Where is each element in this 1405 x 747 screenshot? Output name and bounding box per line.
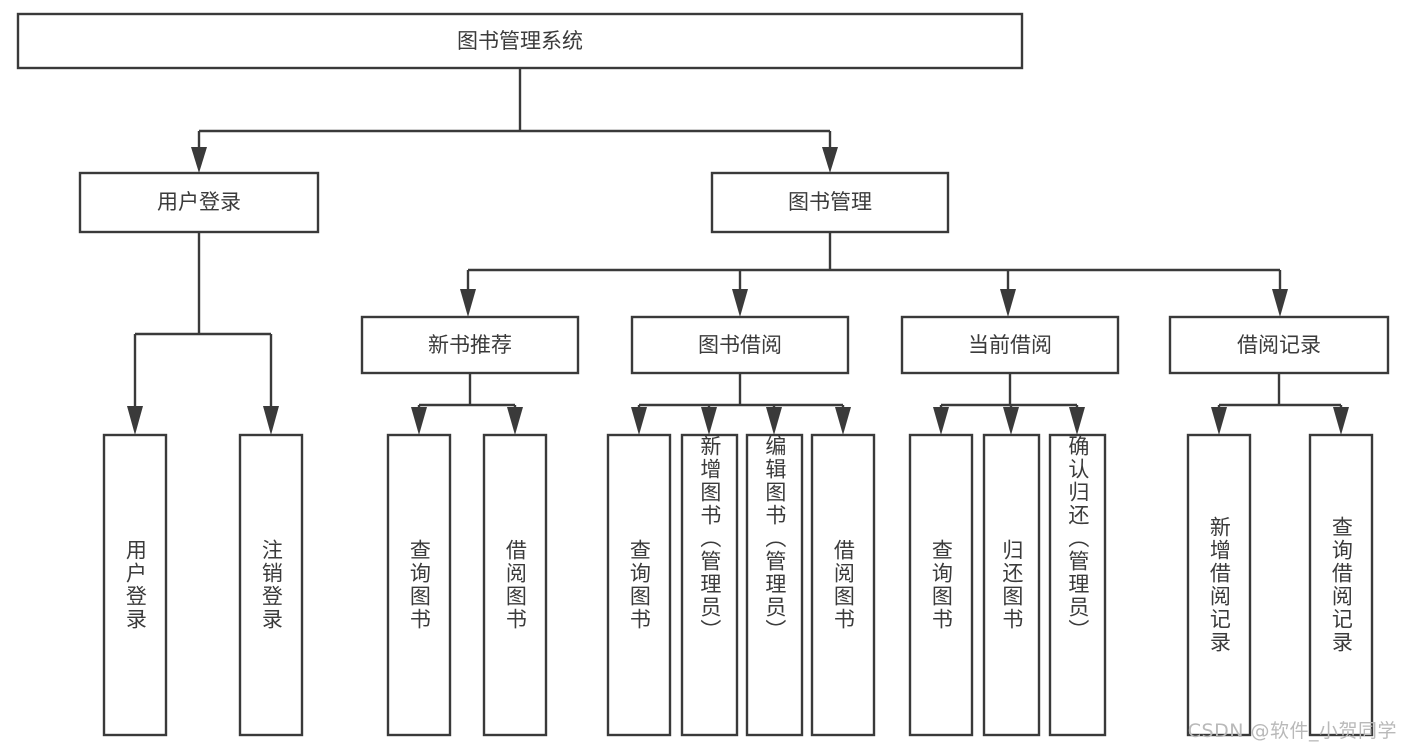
leaf-box-query-book-3[interactable]: [908, 433, 974, 737]
node-borrow-record-box[interactable]: [1168, 315, 1390, 375]
node-new-book-rec-box[interactable]: [360, 315, 580, 375]
node-book-mgmt-box[interactable]: [710, 171, 950, 234]
node-user-login-label: 用户登录: [157, 190, 241, 214]
arrow-head-leaf-query-book-2: [631, 407, 647, 435]
leaf-box-query-book-2[interactable]: [606, 433, 672, 737]
arrow-head-borrow-record: [1272, 289, 1288, 317]
node-root-box[interactable]: [16, 12, 1024, 70]
arrow-head-leaf-confirm-return: [1069, 407, 1085, 435]
node-user-login-box[interactable]: [78, 171, 320, 234]
csdn-watermark: CSDN @软件_小贺同学: [1187, 720, 1397, 742]
arrow-head-leaf-return-book: [1003, 407, 1019, 435]
arrow-head-leaf-user-login: [127, 406, 143, 435]
leaf-box-edit-book[interactable]: [745, 433, 804, 737]
node-root-label: 图书管理系统: [457, 29, 583, 53]
node-book-mgmt-label: 图书管理: [788, 190, 872, 214]
node-book-borrow-box[interactable]: [630, 315, 850, 375]
arrow-head-user-login: [191, 147, 207, 173]
node-book-borrow-label: 图书借阅: [698, 333, 782, 357]
node-layer: 图书管理系统 用户登录 图书管理 新书推荐 图书借阅 当前借阅 借阅记录: [16, 12, 1390, 737]
arrow-head-leaf-borrow-book-2: [835, 407, 851, 435]
arrow-head-book-borrow: [732, 289, 748, 317]
leaf-box-user-login[interactable]: [102, 433, 168, 737]
leaf-box-add-record[interactable]: [1186, 433, 1252, 737]
leaf-box-return-book[interactable]: [982, 433, 1041, 737]
leaf-box-borrow-book-2[interactable]: [810, 433, 876, 737]
arrow-head-leaf-edit-book: [766, 407, 782, 435]
node-new-book-rec-label: 新书推荐: [428, 333, 512, 357]
node-current-borrow-label: 当前借阅: [968, 333, 1052, 357]
arrow-head-current-borrow: [1000, 289, 1016, 317]
node-borrow-record-label: 借阅记录: [1237, 333, 1321, 357]
leaf-box-logout[interactable]: [238, 433, 304, 737]
leaf-box-query-book-1[interactable]: [386, 433, 452, 737]
leaf-box-borrow-book-1[interactable]: [482, 433, 548, 737]
leaf-box-confirm-return[interactable]: [1048, 433, 1107, 737]
leaf-box-query-record[interactable]: [1308, 433, 1374, 737]
arrow-head-leaf-query-book-1: [411, 407, 427, 435]
arrow-head-new-book-rec: [460, 289, 476, 317]
arrow-head-leaf-logout: [263, 406, 279, 435]
arrow-head-leaf-borrow-book-1: [507, 407, 523, 435]
leaf-box-add-book[interactable]: [680, 433, 739, 737]
arrow-head-leaf-query-record: [1333, 407, 1349, 435]
arrow-head-leaf-add-record: [1211, 407, 1227, 435]
node-current-borrow-box[interactable]: [900, 315, 1120, 375]
arrow-head-leaf-add-book: [701, 407, 717, 435]
arrow-head-book-mgmt: [822, 147, 838, 173]
arrow-head-leaf-query-book-3: [933, 407, 949, 435]
connector-layer: [127, 68, 1349, 435]
